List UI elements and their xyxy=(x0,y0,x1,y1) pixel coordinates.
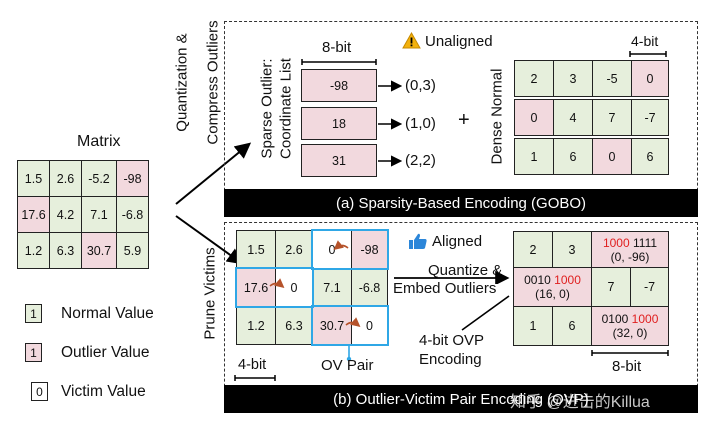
matrix-cell: -6.8 xyxy=(116,196,149,233)
watermark: 知乎 @进击的Killua xyxy=(510,394,650,411)
dense-cell: 0 xyxy=(514,99,554,136)
encoding-label-1: 4-bit OVP xyxy=(419,332,485,349)
legend-victim-label: Victim Value xyxy=(61,383,146,400)
aligned-label: Aligned xyxy=(432,233,483,250)
ovp-result-pair-0: 1000 1111 (0, -96) xyxy=(591,231,669,268)
ovp-cell: 0 xyxy=(312,230,352,269)
outlier-arrows xyxy=(378,80,403,167)
ovp-bit-label-right: 8-bit xyxy=(612,358,642,375)
ovp-result-cell: 1 xyxy=(513,306,553,346)
ovp-result-cell: 6 xyxy=(552,306,592,346)
legend-victim-swatch: 0 xyxy=(31,382,48,401)
matrix-cell: 4.2 xyxy=(49,196,82,233)
ov-pair-highlight xyxy=(235,267,314,308)
matrix-title: Matrix xyxy=(77,133,121,150)
ov-pair-highlight xyxy=(311,229,389,270)
pair-values: (0, -96) xyxy=(610,249,650,264)
dense-cell: 2 xyxy=(514,60,554,97)
dense-cell: 7 xyxy=(592,99,632,136)
gobo-bit-label: 8-bit xyxy=(322,39,352,56)
ovp-result-cell: 2 xyxy=(513,231,553,268)
dense-cell: -5 xyxy=(592,60,632,97)
quantize-label-1: Quantize & xyxy=(428,262,503,279)
matrix-cell: 1.2 xyxy=(17,232,50,269)
dense-cell: 4 xyxy=(553,99,593,136)
pair-hi-bits: 0010 xyxy=(524,273,551,287)
outlier-coord-2: (2,2) xyxy=(405,152,436,169)
ovp-cell: 6.3 xyxy=(275,306,313,345)
quantize-label-2: Embed Outliers xyxy=(393,280,497,297)
ovp-bit-label-left: 4-bit xyxy=(238,357,267,373)
ovp-cell: 2.6 xyxy=(275,230,313,269)
ovp-bit-bracket-left xyxy=(234,375,276,381)
gobo-caption: (a) Sparsity-Based Encoding (GOBO) xyxy=(224,189,698,217)
pair-lo-bits: 1000 xyxy=(554,273,581,287)
ovp-result-cell: 7 xyxy=(591,267,631,307)
outlier-value-0: -98 xyxy=(301,69,377,102)
encoding-label-2: Encoding xyxy=(419,351,482,368)
ovp-result-cell: -7 xyxy=(630,267,669,307)
ovp-result-cell: 3 xyxy=(552,231,592,268)
ovp-cell: -6.8 xyxy=(351,268,388,307)
gobo-bit-bracket xyxy=(301,59,377,65)
dense-cell: 6 xyxy=(631,138,669,175)
matrix-cell: 17.6 xyxy=(17,196,50,233)
ovp-cell: 30.7 xyxy=(312,306,352,345)
outlier-coord-1: (1,0) xyxy=(405,115,436,132)
pair-lo-bits: 1111 xyxy=(633,235,658,250)
unaligned-label: Unaligned xyxy=(425,33,493,50)
dense-cell: 3 xyxy=(553,60,593,97)
ovp-cell: 1.2 xyxy=(236,306,276,345)
outlier-value-1: 18 xyxy=(301,107,377,140)
legend-outlier-label: Outlier Value xyxy=(61,344,150,361)
legend-normal-label: Normal Value xyxy=(61,305,154,322)
matrix-cell: -98 xyxy=(116,160,149,197)
dense-cell: -7 xyxy=(631,99,669,136)
dense-bit-bracket xyxy=(629,51,667,57)
warning-icon xyxy=(402,32,421,49)
legend-normal-swatch: 1 xyxy=(25,304,42,323)
pair-lo-bits: 1000 xyxy=(631,312,659,326)
outlier-value-2: 31 xyxy=(301,144,377,177)
matrix-cell: 5.9 xyxy=(116,232,149,269)
matrix-cell: 6.3 xyxy=(49,232,82,269)
pair-hi-bits: 0100 xyxy=(601,312,629,326)
matrix-cell: 30.7 xyxy=(81,232,117,269)
thumbs-up-icon xyxy=(409,233,427,249)
ovp-result-pair-2: 0100 1000 (32, 0) xyxy=(591,306,669,346)
pair-values: (16, 0) xyxy=(535,287,570,301)
ov-pair-highlight xyxy=(311,305,389,346)
ovp-cell: 7.1 xyxy=(312,268,352,307)
ovp-result-pair-1: 0010 1000 (16, 0) xyxy=(513,267,592,307)
outlier-coord-0: (0,3) xyxy=(405,77,436,94)
ovp-bit-bracket-right xyxy=(591,350,669,356)
ov-pair-label: OV Pair xyxy=(321,357,374,374)
legend-outlier-swatch: 1 xyxy=(25,343,42,362)
pair-hi-bits: 1000 xyxy=(602,235,630,250)
plus-sign: + xyxy=(458,109,470,131)
dense-bit-label: 4-bit xyxy=(631,33,659,49)
dense-cell: 0 xyxy=(631,60,669,97)
ovp-caption: (b) Outlier-Victim Pair Encoding (OVP) xyxy=(224,385,698,413)
quantize-arrow xyxy=(394,270,510,284)
pair-values: (32, 0) xyxy=(612,326,648,340)
